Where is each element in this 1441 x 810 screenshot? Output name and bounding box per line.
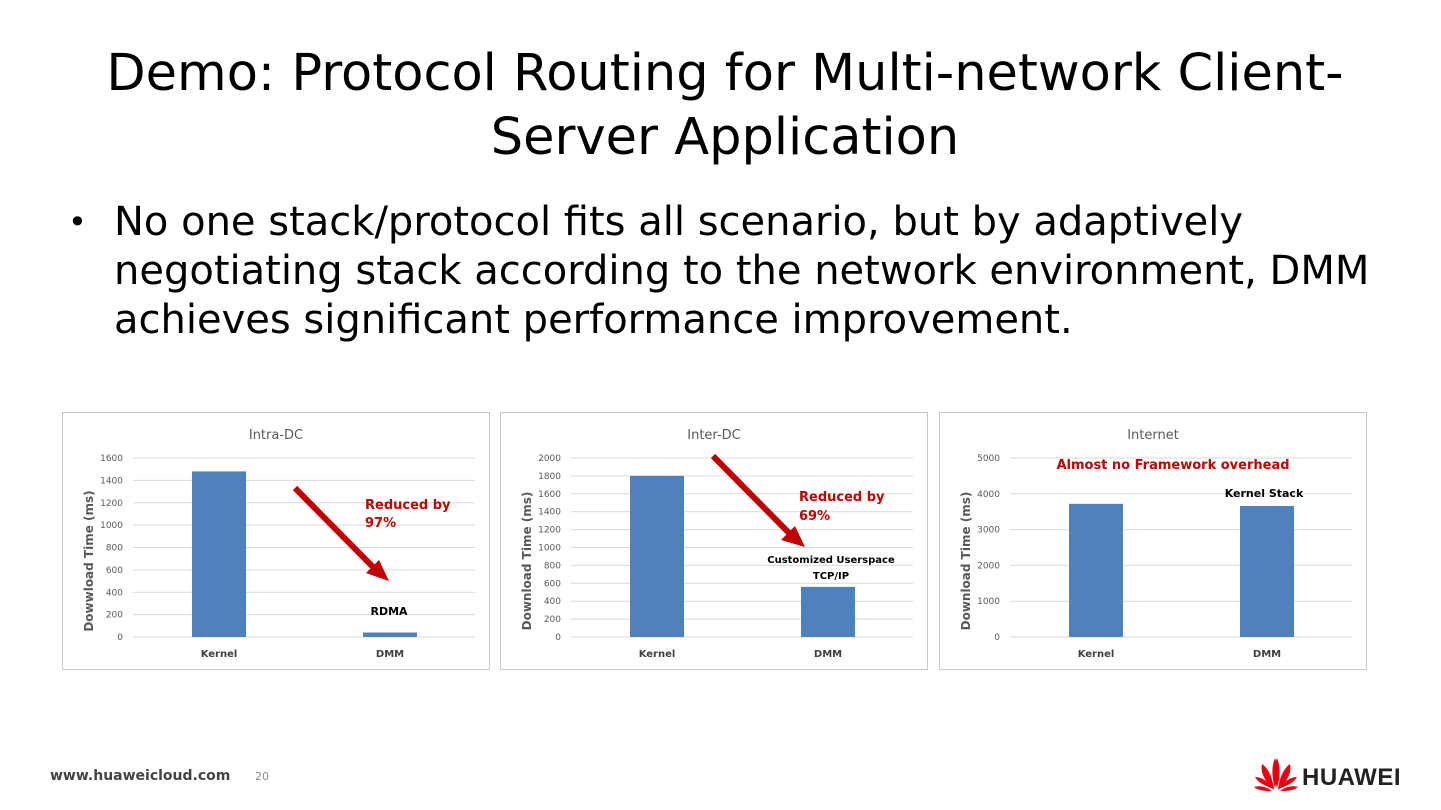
y-tick-label: 200: [544, 615, 561, 625]
x-category-label: DMM: [814, 649, 842, 660]
x-category-label: DMM: [1253, 649, 1281, 660]
chart-title: Inter-DC: [687, 428, 740, 443]
y-tick-label: 1800: [538, 472, 561, 482]
chart-internet-svg: Internet Download Time (ms) 0 1000 2000 300…: [959, 428, 1352, 660]
footer-url: www.huaweicloud.com: [50, 768, 231, 784]
chart-intra-dc-svg: Intra-DC Dowwload Time (ms) 0 200 400 600 80…: [82, 428, 475, 660]
huawei-logo: HUAWEI: [1254, 756, 1414, 796]
y-tick-label: 1600: [538, 490, 561, 500]
x-category-label: DMM: [376, 649, 404, 660]
chart-internet: Internet Download Time (ms) 0 1000 2000 300…: [939, 412, 1367, 670]
annotation-reduced-by: Reduced by: [799, 490, 885, 505]
y-tick-label: 400: [106, 588, 123, 598]
annotation-rdma: RDMA: [370, 605, 408, 618]
bar-kernel: [192, 471, 246, 637]
y-tick-label: 1000: [100, 521, 123, 531]
y-tick-label: 200: [106, 611, 123, 621]
annotation-kernel-stack: Kernel Stack: [1225, 487, 1304, 500]
y-tick-label: 800: [544, 561, 561, 571]
y-axis-label: Dowwload Time (ms): [82, 490, 96, 631]
annotation-stack-line1: Customized Userspace: [767, 555, 895, 566]
annotation-overhead: Almost no Framework overhead: [1056, 458, 1289, 473]
annotation-reduced-by: Reduced by: [365, 498, 451, 513]
huawei-flower-icon: [1254, 758, 1298, 791]
annotation-percent: 97%: [365, 516, 396, 531]
reduction-arrow-shaft: [710, 453, 796, 540]
y-tick-label: 5000: [977, 454, 1000, 464]
x-category-label: Kernel: [1078, 649, 1115, 660]
y-tick-label: 1000: [538, 544, 561, 554]
x-category-label: Kernel: [201, 649, 238, 660]
y-tick-label: 800: [106, 544, 123, 554]
y-tick-label: 1200: [100, 499, 123, 509]
arrow-down-icon: [366, 560, 389, 581]
arrow-down-icon: [781, 526, 805, 547]
y-axis-label: Download Time (ms): [520, 492, 534, 631]
chart-title: Internet: [1127, 428, 1179, 443]
y-tick-label: 2000: [977, 561, 1000, 571]
y-tick-label: 0: [994, 633, 1000, 643]
chart-inter-dc-svg: Inter-DC Download Time (ms) 0 200 400 600 80…: [520, 428, 913, 660]
y-tick-label: 0: [555, 633, 561, 643]
slide-title: Demo: Protocol Routing for Multi-network…: [106, 44, 1344, 167]
annotation-percent: 69%: [799, 509, 830, 524]
y-tick-label: 600: [544, 579, 561, 589]
y-tick-label: 1200: [538, 526, 561, 536]
y-tick-label: 3000: [977, 526, 1000, 536]
x-category-label: Kernel: [639, 649, 676, 660]
bar-dmm: [801, 586, 855, 637]
page-number: 20: [255, 770, 269, 783]
y-tick-label: 1000: [977, 597, 1000, 607]
y-tick-label: 1600: [100, 454, 123, 464]
y-tick-label: 2000: [538, 454, 561, 464]
bullet-text: No one stack/protocol fits all scenario,…: [114, 199, 1370, 343]
bar-dmm: [1240, 505, 1294, 637]
chart-inter-dc: Inter-DC Download Time (ms) 0 200 400 600 80…: [500, 412, 928, 670]
y-tick-label: 1400: [100, 476, 123, 486]
y-tick-label: 400: [544, 597, 561, 607]
bullet-dot-icon: •: [68, 203, 87, 241]
y-tick-label: 4000: [977, 490, 1000, 500]
chart-title: Intra-DC: [249, 428, 303, 443]
annotation-stack-line2: TCP/IP: [813, 571, 849, 582]
y-tick-label: 1400: [538, 508, 561, 518]
y-tick-label: 0: [117, 633, 123, 643]
bar-dmm: [363, 632, 417, 637]
logo-wordmark: HUAWEI: [1302, 764, 1401, 791]
bar-kernel: [1069, 503, 1123, 637]
y-tick-label: 600: [106, 566, 123, 576]
y-axis-label: Download Time (ms): [959, 492, 973, 631]
reduction-arrow-shaft: [292, 485, 382, 576]
chart-intra-dc: Intra-DC Dowwload Time (ms) 0 200 400 600 80…: [62, 412, 490, 670]
bullet-point: • No one stack/protocol fits all scenari…: [68, 198, 1408, 345]
bar-kernel: [630, 475, 684, 637]
